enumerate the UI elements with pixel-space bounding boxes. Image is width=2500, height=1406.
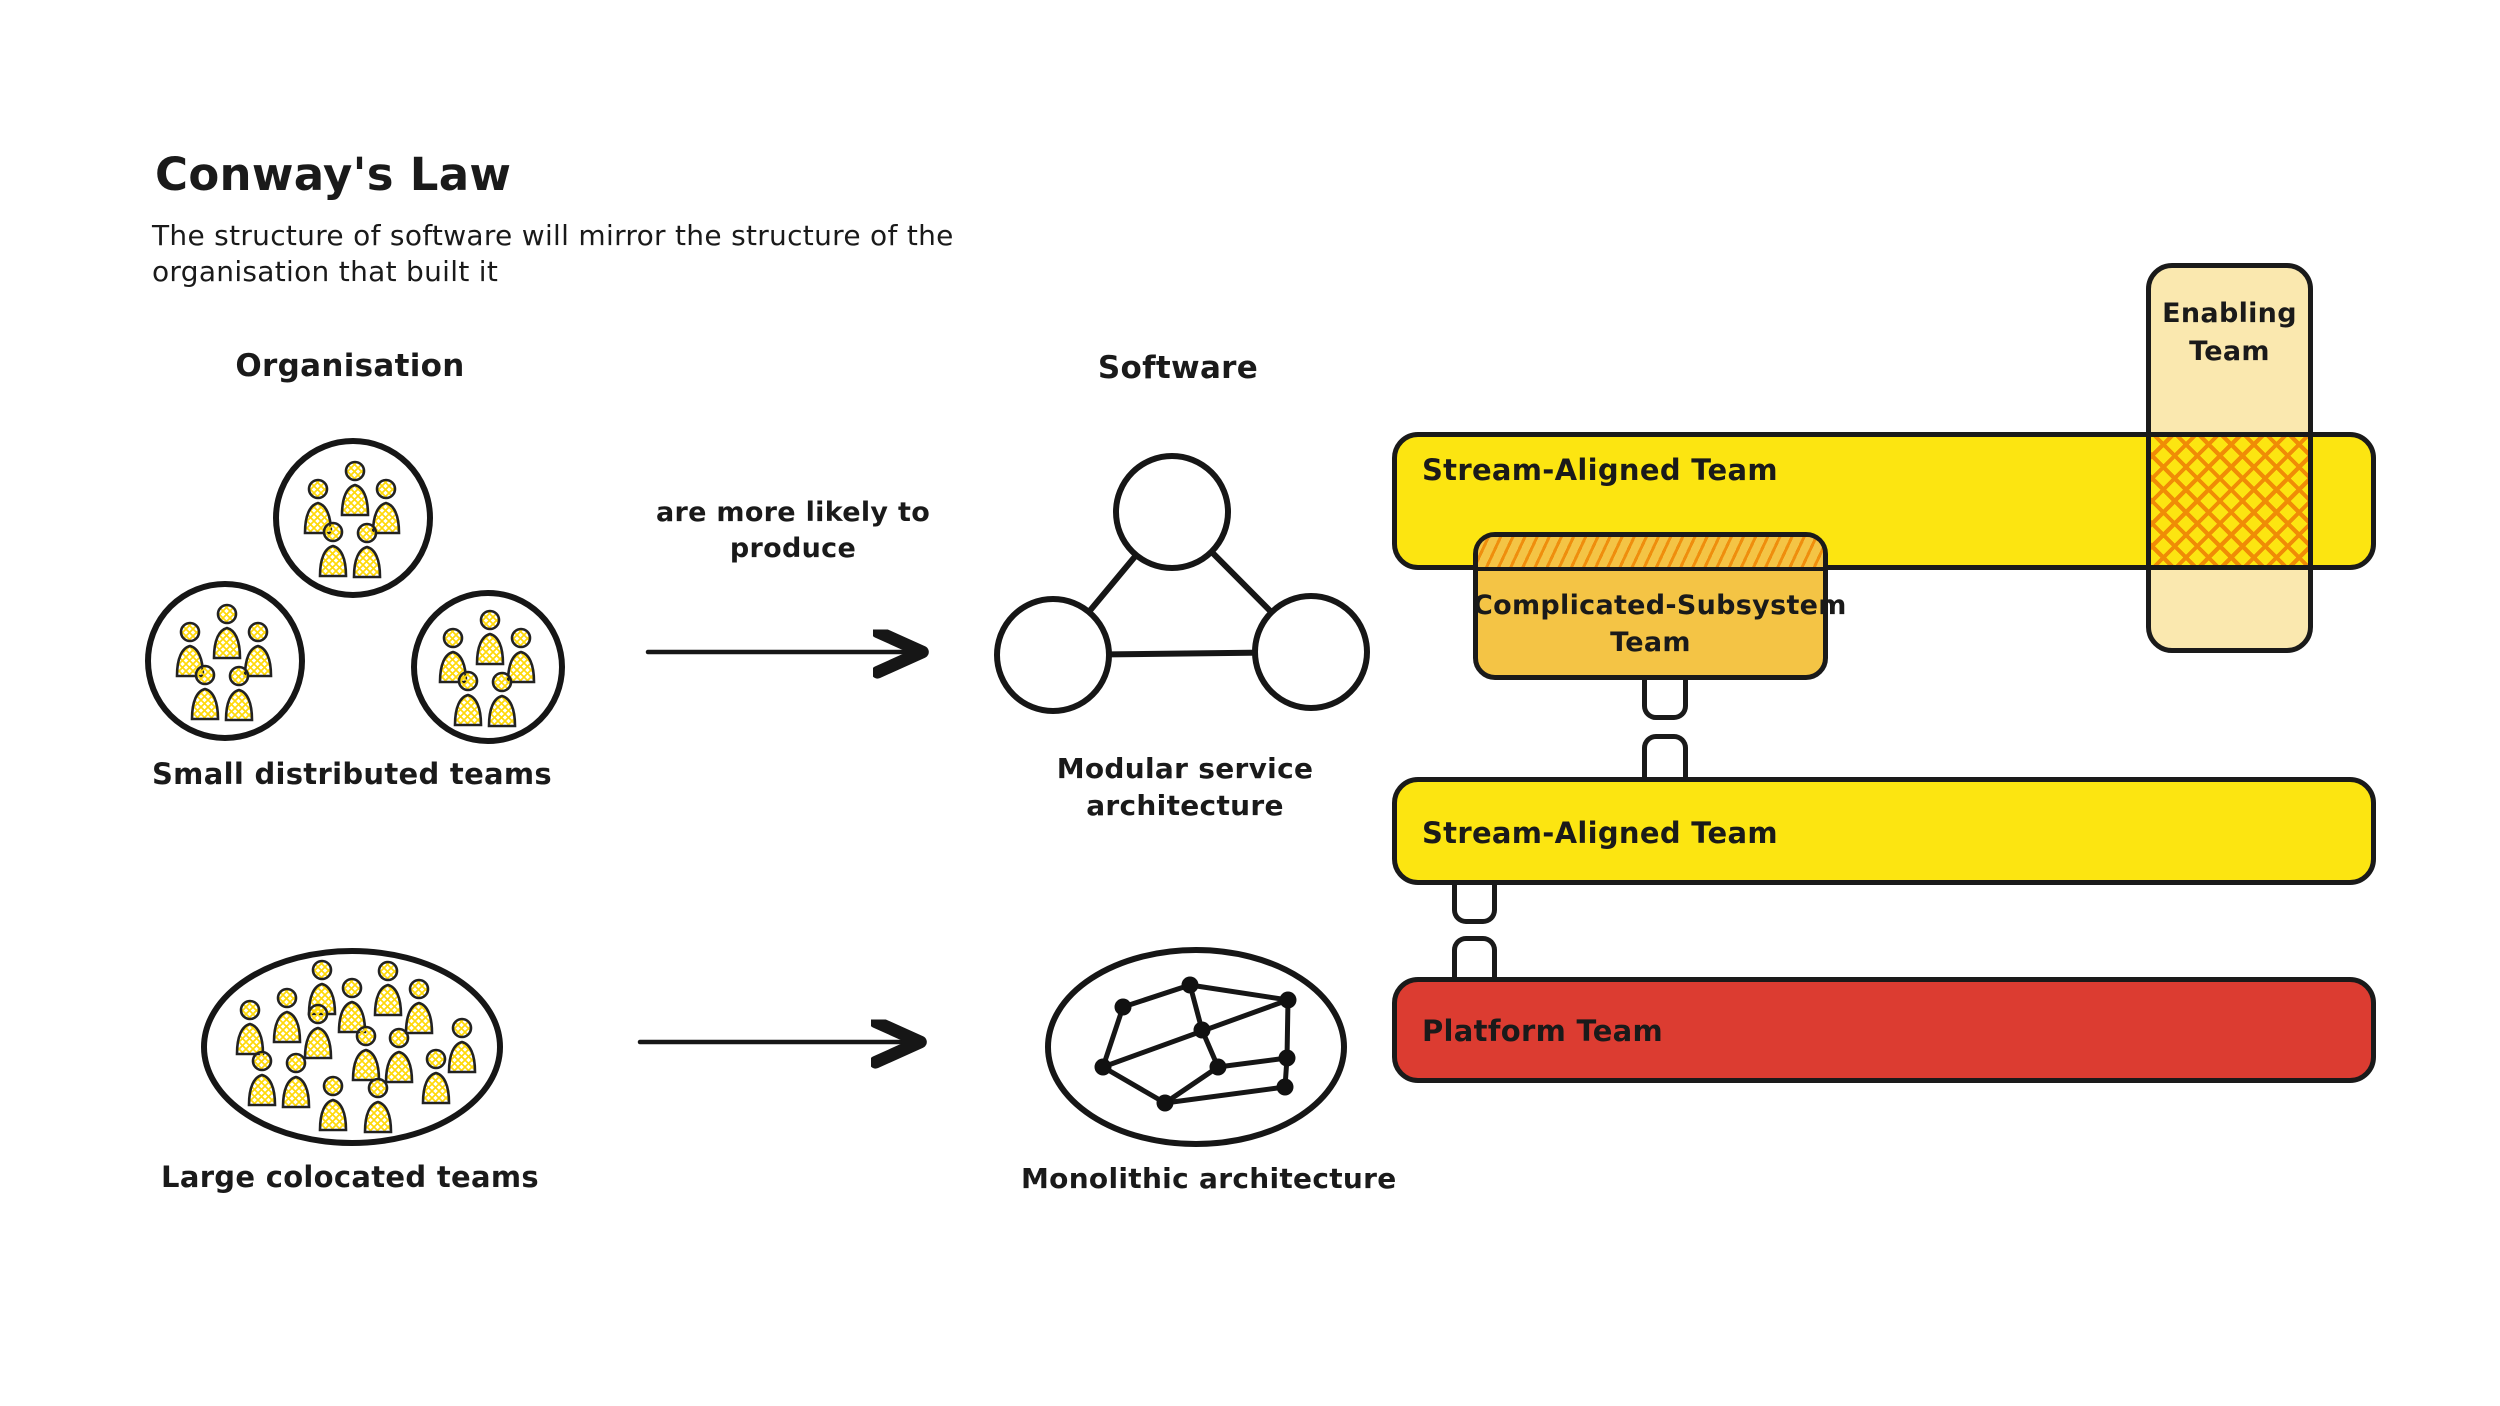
- module-node: [1278, 1049, 1296, 1067]
- collaboration-connector: [1642, 676, 1688, 720]
- enabling-team-label-line1: Enabling: [2162, 298, 2297, 329]
- module-node: [1156, 1094, 1174, 1112]
- service-node: [1113, 453, 1231, 571]
- enabling-team-label-line2: Team: [2189, 336, 2270, 367]
- modular-architecture-drawing: [994, 453, 1370, 714]
- monolithic-label: Monolithic architecture: [1021, 1162, 1397, 1195]
- module-node: [1279, 991, 1297, 1009]
- small-distributed-teams-drawing: [145, 438, 565, 744]
- platform-team-label: Platform Team: [1422, 1014, 1664, 1048]
- module-node: [1209, 1058, 1227, 1076]
- complicated-subsystem-team-box: [1473, 532, 1828, 680]
- collaboration-connector: [1452, 881, 1497, 924]
- stream-aligned-bottom-label: Stream-Aligned Team: [1422, 816, 1778, 850]
- module-node: [1114, 998, 1132, 1016]
- page-title: Conway's Law: [155, 148, 512, 201]
- subtitle-line2: organisation that built it: [152, 255, 499, 288]
- stream-aligned-team-bottom-bar: [1392, 777, 2376, 885]
- module-node: [1094, 1058, 1112, 1076]
- subsystem-overlap-hatch: [1478, 537, 1823, 571]
- service-node: [994, 596, 1112, 714]
- arrow-caption-line1: are more likely to: [655, 497, 931, 528]
- complicated-subsystem-label-line1: Complicated-Subsystem: [1473, 590, 1847, 621]
- stream-aligned-top-label: Stream-Aligned Team: [1422, 453, 1778, 487]
- large-colocated-team-drawing: [201, 948, 503, 1146]
- complicated-subsystem-label-line2: Team: [1610, 627, 1691, 658]
- large-teams-label: Large colocated teams: [161, 1160, 539, 1194]
- modular-label-line2: architecture: [1086, 789, 1284, 822]
- subtitle-line1: The structure of software will mirror th…: [152, 219, 954, 252]
- platform-team-bar: [1392, 977, 2376, 1083]
- organisation-heading: Organisation: [235, 348, 465, 384]
- arrow-caption-line2: produce: [729, 533, 857, 564]
- software-heading: Software: [1097, 350, 1259, 386]
- module-node: [1276, 1078, 1294, 1096]
- enabling-stream-intersection: [2146, 437, 2313, 565]
- monolithic-architecture-drawing: [1045, 947, 1347, 1147]
- small-teams-label: Small distributed teams: [152, 757, 552, 791]
- module-node: [1181, 976, 1199, 994]
- collaboration-connector: [1642, 734, 1688, 780]
- modular-label-line1: Modular service: [1056, 752, 1314, 785]
- module-node: [1193, 1021, 1211, 1039]
- service-node: [1252, 593, 1370, 711]
- collaboration-connector: [1452, 936, 1497, 980]
